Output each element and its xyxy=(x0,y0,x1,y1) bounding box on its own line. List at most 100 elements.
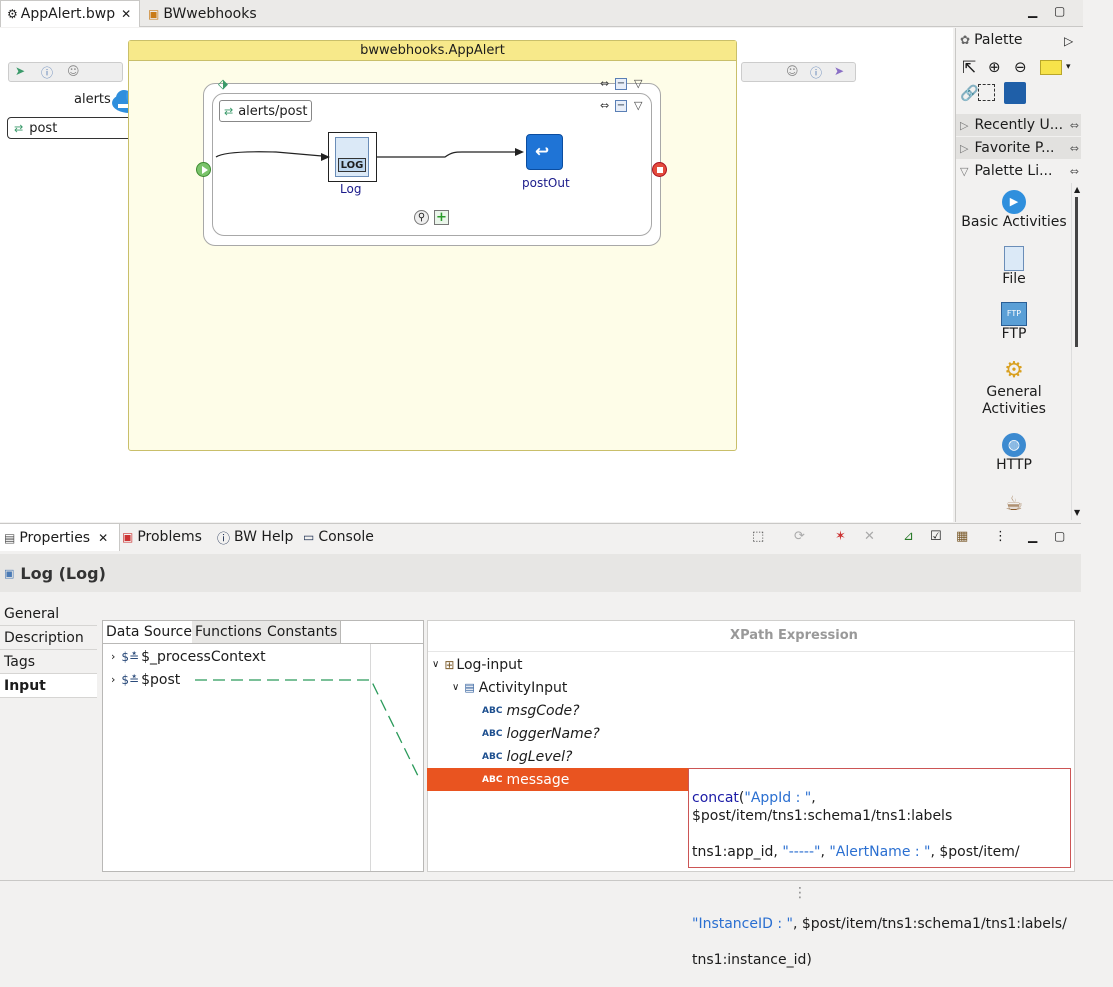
menu-icon[interactable]: ⋮ xyxy=(994,529,1007,544)
reply-activity[interactable]: ↩ xyxy=(526,134,563,170)
tab-bwwebhooks[interactable]: ▣ BWwebhooks xyxy=(148,5,257,22)
close-icon[interactable]: ✕ xyxy=(98,530,109,545)
variable-icon: $≛ xyxy=(121,672,140,687)
log-label: Log xyxy=(340,182,362,196)
start-icon[interactable] xyxy=(196,162,211,177)
document-icon: LOG xyxy=(335,137,369,177)
collapse-arrows-icon[interactable]: ⇔ xyxy=(600,99,610,112)
link-tool-icon[interactable]: 🔗 xyxy=(960,84,979,102)
file-icon xyxy=(1004,246,1024,271)
xpath-expression-editor[interactable]: concat("AppId : ", $post/item/tns1:schem… xyxy=(688,768,1071,968)
gear-icon: ⚙ xyxy=(7,7,18,21)
side-tab-input[interactable]: Input xyxy=(0,674,97,698)
properties-icon: ▤ xyxy=(4,530,16,545)
tab-bw-help[interactable]: ⓘ BW Help xyxy=(217,529,294,547)
maximize-icon[interactable]: ▢ xyxy=(1054,529,1066,543)
group-icon[interactable] xyxy=(1004,82,1026,104)
log-activity[interactable]: LOG xyxy=(328,132,377,182)
marquee-icon[interactable] xyxy=(978,84,995,101)
people-icon[interactable]: ☺ xyxy=(786,64,799,78)
maximize-icon[interactable]: ▢ xyxy=(1054,4,1066,18)
reference-icon[interactable]: ➤ xyxy=(834,64,845,78)
remove-icon[interactable]: ✶ xyxy=(835,529,846,544)
zoom-out-icon[interactable]: ⊖ xyxy=(1014,58,1027,76)
collapse-icon[interactable]: − xyxy=(615,100,627,112)
pin-icon[interactable]: ⬚ xyxy=(752,529,765,544)
side-tab-description[interactable]: Description xyxy=(0,626,97,650)
close-icon[interactable]: ✕ xyxy=(121,7,132,21)
palette-item-java[interactable]: ☕ xyxy=(956,490,1072,520)
gears-icon: ⚙ xyxy=(1004,358,1024,383)
palette-item-http[interactable]: ◍ HTTP xyxy=(956,433,1072,473)
side-tab-general[interactable]: General xyxy=(0,602,97,626)
coffee-icon: ☕ xyxy=(1005,491,1023,515)
add-icon[interactable]: + xyxy=(434,210,449,225)
palette-header: ✿ Palette xyxy=(960,32,1023,48)
tab-appalert[interactable]: ⚙ AppAlert.bwp ✕ xyxy=(0,0,140,27)
info-icon[interactable]: ⓘ xyxy=(41,66,54,80)
collapse-icon[interactable]: − xyxy=(615,78,627,90)
note-icon[interactable] xyxy=(1040,60,1062,75)
tab-properties[interactable]: ▤ Properties ✕ xyxy=(0,524,120,551)
tree-node-log-input[interactable]: ∨ ⊞ Log-input xyxy=(432,656,523,673)
tree-node-activityinput[interactable]: ∨ ▤ ActivityInput xyxy=(452,679,568,696)
globe-icon: ◍ xyxy=(1002,433,1026,457)
palette-section-recent[interactable]: ▷Recently U...⇔ xyxy=(956,114,1081,136)
info-icon[interactable]: ⓘ xyxy=(810,66,823,80)
tab-constants[interactable]: Constants xyxy=(264,621,342,643)
help-icon: ⓘ xyxy=(217,531,231,547)
chevron-right-icon[interactable]: › xyxy=(111,650,116,663)
palette-item-general-activities[interactable]: ⚙ General Activities xyxy=(982,358,1046,417)
tree-node-processcontext[interactable]: › $≛ $_processContext xyxy=(111,648,266,665)
minimize-icon[interactable]: ▁ xyxy=(1028,529,1038,543)
people-icon[interactable]: ☺ xyxy=(67,64,80,78)
tab-functions[interactable]: Functions xyxy=(192,621,266,643)
operation-post[interactable]: ⇄ post xyxy=(7,117,167,139)
end-icon[interactable] xyxy=(652,162,667,177)
zoom-in-icon[interactable]: ⊕ xyxy=(988,58,1001,76)
edit-icon[interactable]: ▦ xyxy=(956,529,969,544)
palette-item-ftp[interactable]: FTP FTP xyxy=(956,302,1072,342)
chevron-down-icon[interactable]: ∨ xyxy=(452,682,460,693)
expr-line-4: "InstanceID : ", $post/item/tns1:schema1… xyxy=(692,916,1067,932)
chevron-down-icon[interactable]: ▾ xyxy=(1066,62,1071,72)
tab-console[interactable]: ▭ Console xyxy=(303,529,374,545)
status-separator-icon: ⋮ xyxy=(793,885,807,901)
check-icon[interactable]: ⊿ xyxy=(903,529,914,544)
transition-lines xyxy=(215,148,524,161)
data-source-panel: Data Source Functions Constants › $≛ $_p… xyxy=(102,620,424,872)
collapse-arrows-icon[interactable]: ⇔ xyxy=(600,77,610,90)
refresh-icon[interactable]: ⟳ xyxy=(794,529,805,544)
expr-line-2: tns1:app_id, "-----", "AlertName : ", $p… xyxy=(692,844,1020,860)
checkbox-icon[interactable]: ☑ xyxy=(930,529,942,544)
tab-data-source[interactable]: Data Source xyxy=(103,621,196,643)
service-toolbar-right: ☺ ⓘ ➤ xyxy=(741,62,856,82)
tab-problems[interactable]: ▣ Problems xyxy=(122,529,202,545)
select-tool-icon[interactable]: ⇱ xyxy=(962,58,977,78)
side-tab-tags[interactable]: Tags xyxy=(0,650,97,674)
chevron-right-icon[interactable]: › xyxy=(111,673,116,686)
minimize-icon[interactable]: ▁ xyxy=(1028,4,1038,18)
chevron-down-icon[interactable]: ∨ xyxy=(432,659,440,670)
service-icon[interactable]: ➤ xyxy=(15,64,26,78)
ftp-icon: FTP xyxy=(1001,302,1027,326)
chevron-down-icon[interactable]: ▽ xyxy=(634,99,643,112)
palette-section-library[interactable]: ▽Palette Li...⇔ xyxy=(956,160,1081,182)
palette-item-basic-activities[interactable]: ▶ Basic Activities xyxy=(956,190,1072,230)
chevron-right-icon[interactable]: ▷ xyxy=(1064,34,1074,48)
clear-icon[interactable]: ✕ xyxy=(864,529,875,544)
problems-icon: ▣ xyxy=(122,530,134,544)
chevron-down-icon[interactable]: ▽ xyxy=(634,77,643,90)
string-type-icon: ABC xyxy=(482,774,503,785)
scope-operation-label[interactable]: ⇄ alerts/post xyxy=(219,100,313,122)
palette-section-favorite[interactable]: ▷Favorite P...⇔ xyxy=(956,137,1081,159)
tree-node-post[interactable]: › $≛ $post xyxy=(111,671,181,688)
palette-item-file[interactable]: File xyxy=(956,246,1072,287)
scope-start-icon[interactable]: ⬗ xyxy=(218,77,228,92)
link-icon[interactable]: ⚲ xyxy=(414,210,429,225)
palette-scrollbar[interactable]: ▲ ▼ xyxy=(1071,183,1081,520)
